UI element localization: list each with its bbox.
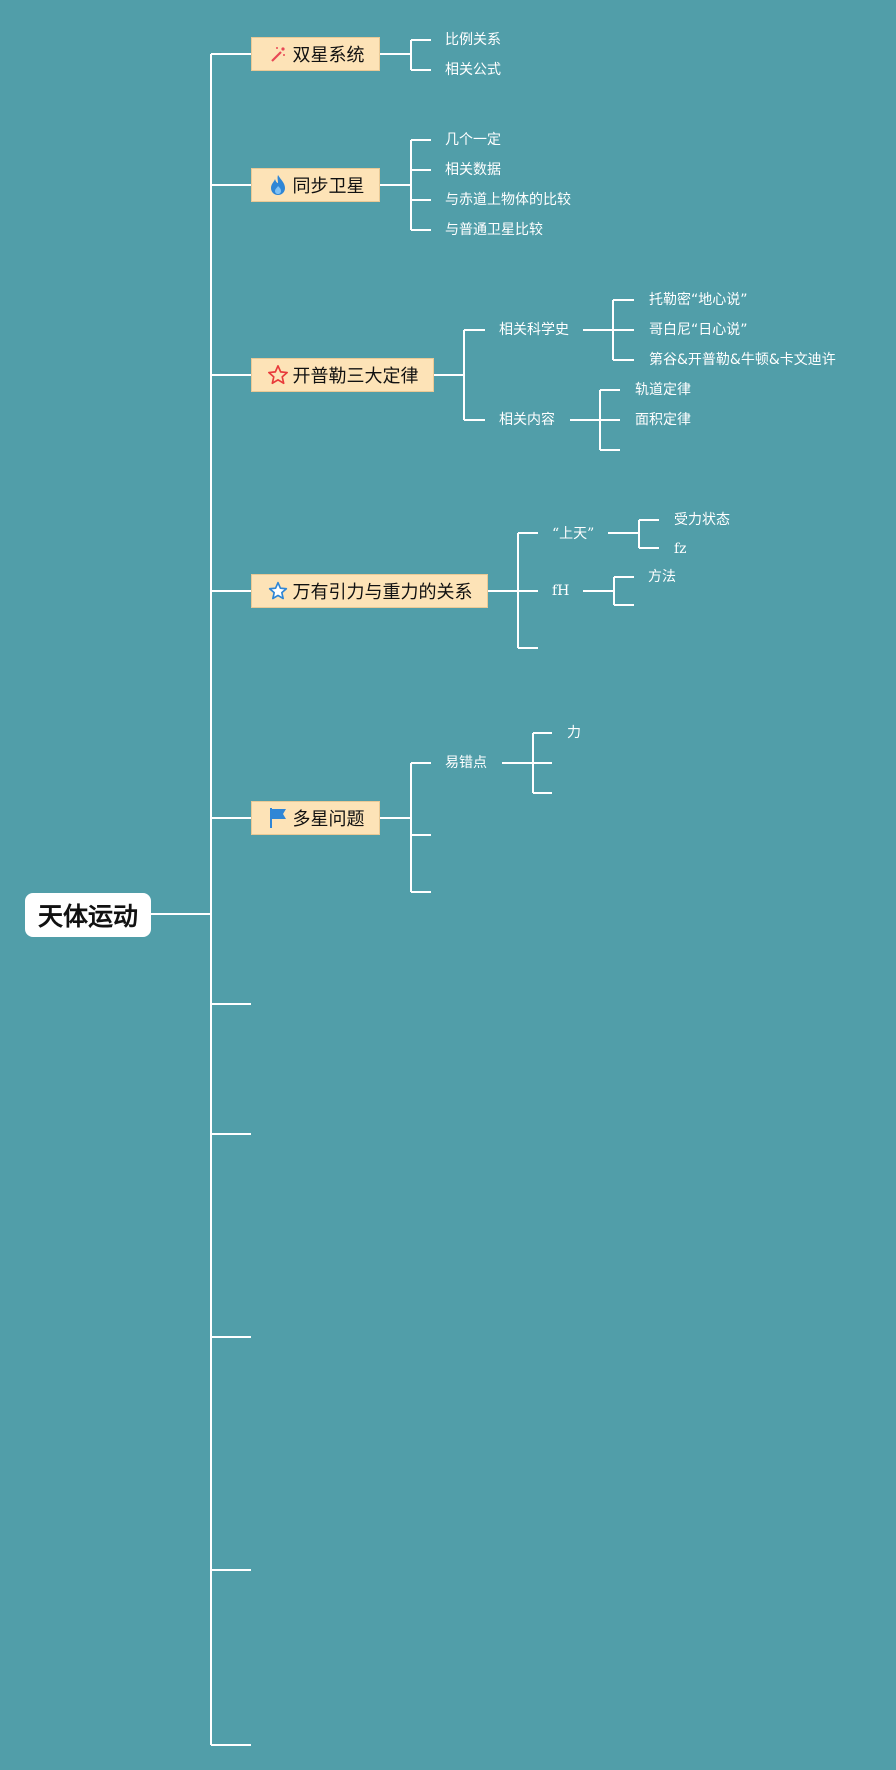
bracket-error-point xyxy=(502,732,552,794)
bracket-topic-2 xyxy=(380,139,431,231)
leaf-node[interactable]: 与普通卫星比较 xyxy=(445,222,543,238)
subtopic-node[interactable]: 相关内容 xyxy=(499,412,555,428)
bracket-fh xyxy=(583,576,634,606)
topic-label: 万有引力与重力的关系 xyxy=(292,582,473,603)
bracket-topic-1 xyxy=(380,39,431,71)
leaf-node[interactable]: 受力状态 xyxy=(674,512,730,528)
leaf-node[interactable]: 方法 xyxy=(648,569,676,585)
bracket-content xyxy=(570,389,620,451)
leaf-node[interactable]: 比例关系 xyxy=(445,32,501,48)
leaf-node[interactable]: 与赤道上物体的比较 xyxy=(445,192,571,208)
bracket-shangtian xyxy=(608,519,659,549)
bracket-topic-5 xyxy=(380,762,431,893)
topic-label: 同步卫星 xyxy=(292,176,365,197)
flame-icon xyxy=(267,174,289,196)
subtopic-node[interactable]: 相关科学史 xyxy=(499,322,569,338)
topic-multi-star[interactable]: 多星问题 xyxy=(251,801,380,835)
leaf-node[interactable]: 第谷&开普勒&牛顿&卡文迪许 xyxy=(649,352,836,368)
bracket-topic-3 xyxy=(434,329,485,421)
bracket-topic-4 xyxy=(488,532,538,649)
topic-sync-satellite[interactable]: 同步卫星 xyxy=(251,168,380,202)
topic-label: 多星问题 xyxy=(292,809,365,830)
topic-kepler-laws[interactable]: 开普勒三大定律 xyxy=(251,358,434,392)
bracket-history xyxy=(583,299,634,361)
magic-wand-icon xyxy=(267,43,289,65)
flag-icon xyxy=(267,807,289,829)
leaf-node[interactable]: 相关数据 xyxy=(445,162,501,178)
leaf-node[interactable]: 相关公式 xyxy=(445,62,501,78)
leaf-node[interactable]: 哥白尼“日心说” xyxy=(649,322,748,338)
star-outline-icon xyxy=(267,364,289,386)
subtopic-node[interactable]: “上天” xyxy=(552,526,595,542)
leaf-node[interactable]: 轨道定律 xyxy=(635,382,691,398)
leaf-node[interactable]: 面积定律 xyxy=(635,412,691,428)
leaf-node[interactable]: 力 xyxy=(567,725,581,741)
root-node[interactable]: 天体运动 xyxy=(25,893,151,937)
leaf-node[interactable]: fz xyxy=(674,541,687,557)
star-small-icon xyxy=(267,580,289,602)
topic-gravitation-gravity[interactable]: 万有引力与重力的关系 xyxy=(251,574,488,608)
leaf-node[interactable]: 托勒密“地心说” xyxy=(649,292,748,308)
leaf-node[interactable]: 几个一定 xyxy=(445,132,501,148)
subtopic-node[interactable]: 易错点 xyxy=(445,755,487,771)
topic-label: 双星系统 xyxy=(292,45,365,66)
topic-binary-star[interactable]: 双星系统 xyxy=(251,37,380,71)
subtopic-node[interactable]: fH xyxy=(552,583,570,599)
topic-label: 开普勒三大定律 xyxy=(292,366,419,387)
